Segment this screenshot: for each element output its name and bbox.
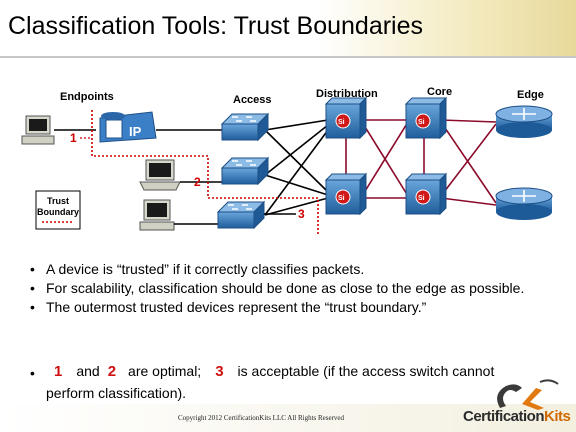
title-divider	[0, 56, 576, 58]
optimal-bullet-line2: perform classification).	[46, 385, 187, 401]
marker-1: 1	[70, 131, 77, 145]
inline-marker-3: 3	[215, 363, 224, 380]
legend-trust: Trust	[47, 196, 69, 206]
marker-3: 3	[298, 207, 305, 221]
bullet-item: For scalability, classification should b…	[30, 280, 550, 297]
core-switch-1: Si	[404, 96, 448, 140]
network-diagram: Endpoints Access Distribution Core Edge …	[21, 86, 553, 236]
certificationkits-logo-text: CertificationKits	[463, 408, 571, 425]
certificationkits-logo-mark	[497, 379, 559, 410]
edge-router-1	[495, 105, 553, 138]
bullet-dot: •	[30, 365, 35, 381]
core-1-si: Si	[418, 119, 425, 126]
endpoint-pc-1	[21, 115, 55, 145]
title-bar	[0, 0, 576, 58]
label-endpoints: Endpoints	[60, 91, 114, 103]
edge-router-2	[495, 187, 553, 220]
bullet-item: The outermost trusted devices represent …	[30, 299, 550, 316]
core-switch-2: Si	[404, 172, 448, 216]
distribution-switch-2: Si	[324, 172, 368, 216]
core-2-si: Si	[418, 195, 425, 202]
endpoint-pc-3	[139, 199, 175, 231]
phone-ip-label: IP	[129, 124, 142, 139]
bullet-list: A device is “trusted” if it correctly cl…	[30, 261, 550, 318]
label-access: Access	[233, 94, 272, 106]
copyright-text: Copyright 2012 CertificationKits LLC All…	[178, 414, 345, 422]
logo-text-part2: Kits	[544, 408, 571, 425]
legend-boundary: Boundary	[37, 207, 79, 217]
distribution-2-si: Si	[338, 195, 345, 202]
trust-boundary-lines	[91, 110, 319, 236]
label-distribution: Distribution	[316, 88, 378, 100]
access-switch-3	[216, 200, 266, 230]
text-and: and	[76, 363, 100, 379]
inline-marker-1: 1	[54, 363, 63, 380]
distribution-switch-1: Si	[324, 96, 368, 140]
ip-phone: IP	[99, 111, 157, 143]
text-optimal: are optimal;	[128, 363, 202, 379]
logo-text-part1: Certification	[463, 408, 545, 425]
bullet-item: A device is “trusted” if it correctly cl…	[30, 261, 550, 278]
footer-bar	[0, 404, 576, 432]
access-distribution-links	[264, 119, 329, 216]
access-switch-1	[220, 112, 270, 142]
trust-boundary-legend: Trust Boundary	[35, 190, 81, 230]
endpoint-laptop-2	[139, 159, 181, 191]
inline-marker-2: 2	[107, 363, 117, 380]
distribution-1-si: Si	[338, 119, 345, 126]
text-acceptable: is acceptable (if the access switch cann…	[237, 363, 495, 379]
access-switch-2	[220, 156, 270, 186]
label-core: Core	[427, 86, 452, 98]
marker-2: 2	[194, 175, 201, 189]
optimal-bullet-line1: 1 and 2 are optimal; 3 is acceptable (if the …	[46, 362, 494, 381]
label-edge: Edge	[517, 89, 544, 101]
slide-title: Classification Tools: Trust Boundaries	[8, 12, 424, 40]
